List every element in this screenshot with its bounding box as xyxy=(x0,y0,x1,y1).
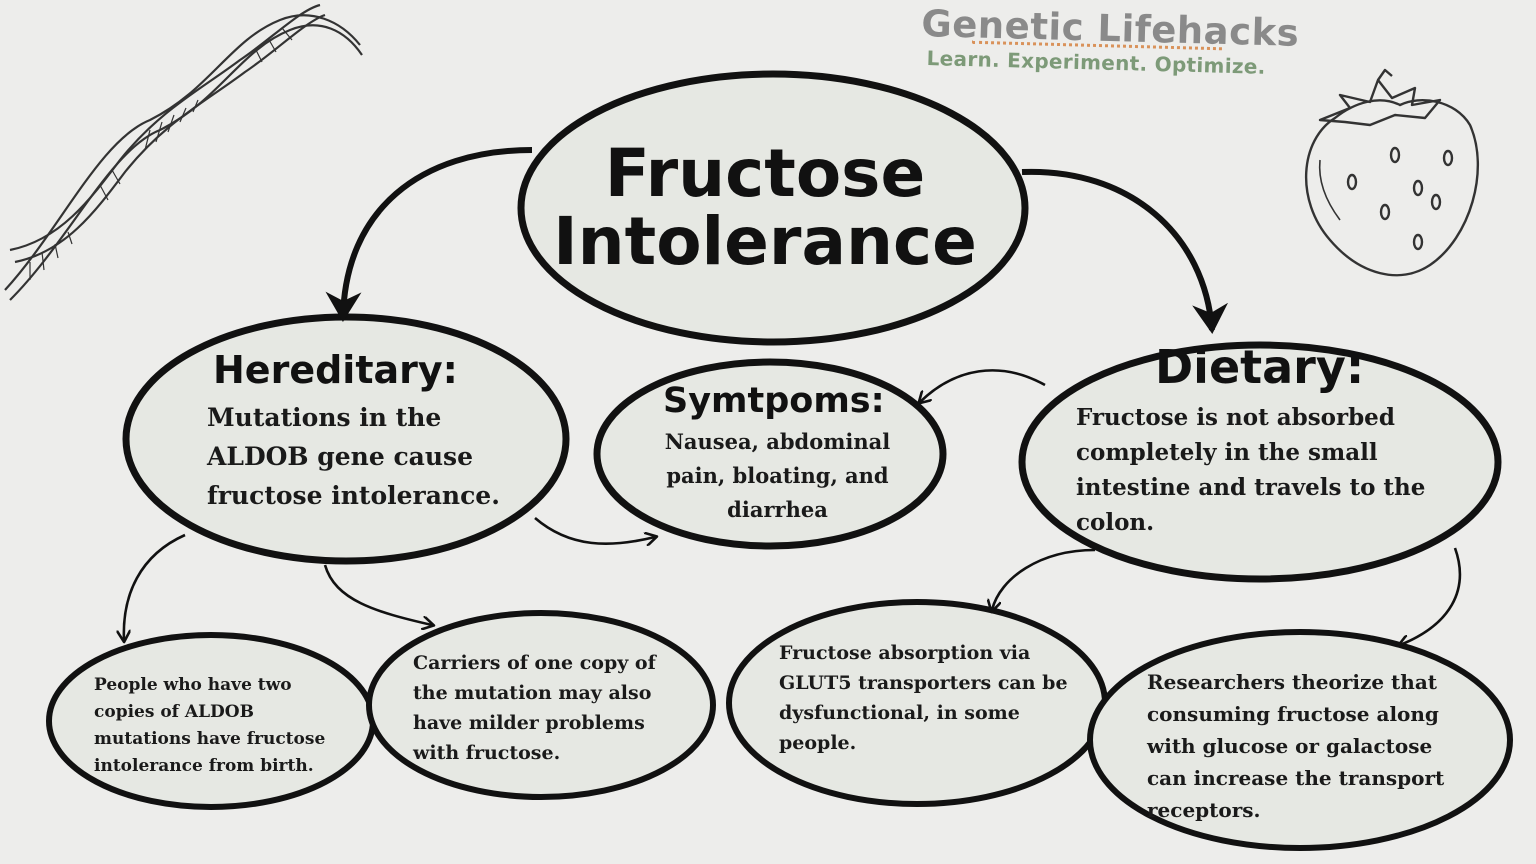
arrow-dietary-to-researchers xyxy=(1400,547,1462,645)
arrow-hereditary-to-symptoms xyxy=(534,517,655,544)
symptoms-text: Nausea, abdominal pain, bloating, and di… xyxy=(664,429,891,522)
glut5-text: Fructose absorption via GLUT5 transporte… xyxy=(779,642,1068,754)
arrow-title-to-hereditary xyxy=(325,147,533,322)
hereditary-heading: Hereditary: xyxy=(213,348,458,392)
carriers-bubble xyxy=(366,610,716,800)
arrow-dietary-to-glut5 xyxy=(992,548,1096,610)
arrow-hereditary-to-carriers xyxy=(323,564,432,625)
symptoms-bubble xyxy=(593,358,947,550)
hereditary-text: Mutations in the ALDOB gene cause fructo… xyxy=(207,403,500,510)
dietary-bubble xyxy=(1018,341,1502,583)
title-bubble xyxy=(517,70,1029,346)
arrow-hereditary-to-two-copies xyxy=(124,533,186,640)
strawberry-icon xyxy=(1304,68,1479,277)
arrow-dietary-to-symptoms xyxy=(920,369,1046,402)
dietary-text: Fructose is not absorbed completely in t… xyxy=(1076,404,1426,536)
carriers-text: Carriers of one copy of the mutation may… xyxy=(413,652,656,764)
researchers-text: Researchers theorize that consuming fruc… xyxy=(1147,670,1445,822)
dna-helix-icon xyxy=(4,3,363,301)
dietary-heading: Dietary: xyxy=(1155,340,1365,394)
two-copies-text: People who have two copies of ALDOB muta… xyxy=(94,675,326,776)
researchers-bubble xyxy=(1087,629,1513,851)
arrow-title-to-dietary xyxy=(1021,168,1229,334)
diagram-title: Fructose Intolerance xyxy=(553,135,977,280)
symptoms-heading: Symtpoms: xyxy=(663,381,885,421)
